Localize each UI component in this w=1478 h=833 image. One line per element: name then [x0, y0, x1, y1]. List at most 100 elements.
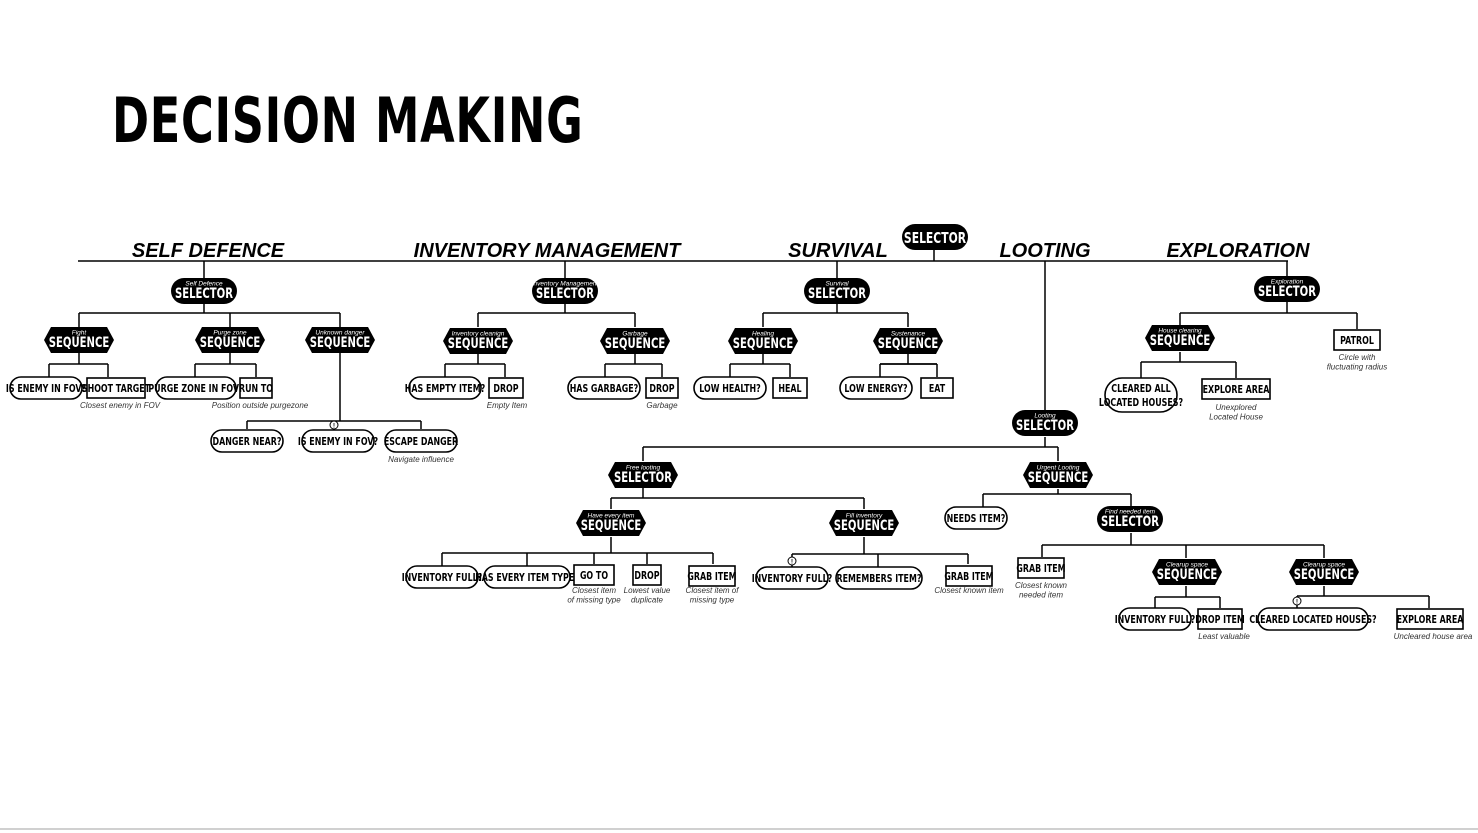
- a-grab2-node: GRAB ITEM: [944, 565, 994, 587]
- node-label: CLEARED LOCATED HOUSES?: [1249, 614, 1376, 627]
- node-caption: Looting: [1034, 413, 1056, 420]
- c-remembers-node: REMEMBERS ITEM?: [835, 566, 923, 590]
- node-label: EXPLORE AREA: [1203, 384, 1270, 397]
- node-note: Circle with: [1339, 353, 1376, 362]
- node-note: Navigate influence: [388, 455, 454, 464]
- inverter-glyph: !: [333, 424, 335, 430]
- node-label: SHOOT TARGET: [82, 383, 151, 396]
- node-note: Unexplored: [1216, 403, 1257, 412]
- a-shoot-node: SHOOT TARGET: [82, 377, 151, 399]
- node-caption: Fight: [72, 330, 88, 337]
- c-has-every-node: HAS EVERY ITEM TYPE?: [475, 565, 579, 589]
- c-inv-full1-node: INVENTORY FULL?: [402, 565, 482, 589]
- a-drop1-node: DROP: [488, 377, 524, 399]
- category-inventory-management: INVENTORY MANAGEMENT: [414, 240, 682, 262]
- c-needs-node: NEEDS ITEM?: [944, 506, 1008, 530]
- node-label: ESCAPE DANGER: [384, 436, 459, 449]
- node-label: REMEMBERS ITEM?: [837, 573, 922, 586]
- node-caption: Garbage: [622, 331, 648, 338]
- node-caption: Sustenance: [891, 331, 926, 338]
- node-type: SELECTOR: [808, 285, 867, 301]
- a-grab3-node: GRAB ITEM: [1016, 557, 1066, 579]
- node-type: SELECTOR: [614, 469, 673, 485]
- node-note: Position outside purgezone: [212, 401, 309, 410]
- a-patrol-node: PATROL: [1333, 329, 1381, 351]
- c-escape-node: ESCAPE DANGER: [384, 429, 459, 453]
- node-type: SEQUENCE: [605, 335, 665, 351]
- node-caption: Have every item: [588, 513, 636, 520]
- bottom-divider: [0, 828, 1478, 830]
- a-runto-node: RUN TO: [239, 377, 273, 399]
- node-type: SEQUENCE: [1157, 566, 1217, 582]
- category-looting: LOOTING: [999, 240, 1090, 262]
- node-label: GRAB ITEM: [1016, 563, 1065, 576]
- c-low-energy-node: LOW ENERGY?: [839, 376, 913, 400]
- node-note: Lowest value: [624, 586, 671, 595]
- c-enemy-fov-node: IS ENEMY IN FOV?: [6, 376, 86, 400]
- node-note: Uncleared house area: [1394, 632, 1473, 641]
- node-caption: Clearup space: [1166, 562, 1208, 569]
- node-label: INVENTORY FULL?: [1115, 614, 1196, 627]
- node-caption: Free looting: [626, 465, 661, 472]
- node-note: Closest enemy in FOV: [80, 401, 161, 410]
- node-label: INVENTORY FULL?: [752, 573, 833, 586]
- node-note: Empty Item: [487, 401, 528, 410]
- node-label: EAT: [929, 383, 946, 396]
- c-inv-full2-node: INVENTORY FULL?: [752, 566, 833, 590]
- node-note: Closest known: [1015, 581, 1068, 590]
- slide-title: DECISION MAKING: [112, 84, 584, 157]
- node-caption: Survival: [825, 281, 849, 288]
- node-caption: Purge zone: [213, 330, 247, 337]
- c-enemy-fov2-node: IS ENEMY IN FOV?: [298, 429, 378, 453]
- c-purge-fov-node: PURGE ZONE IN FOV?: [148, 376, 244, 400]
- node-type: SEQUENCE: [1294, 566, 1354, 582]
- node-label: HAS EMPTY ITEM?: [405, 383, 485, 396]
- node-type: SEQUENCE: [834, 517, 894, 533]
- node-label: PURGE ZONE IN FOV?: [148, 383, 243, 396]
- node-caption: Fill inventory: [846, 513, 883, 520]
- node-note: of missing type: [567, 596, 621, 605]
- c-cleared-loc-node: CLEARED LOCATED HOUSES?: [1249, 607, 1377, 631]
- node-type: SELECTOR: [1258, 283, 1317, 299]
- node-caption: Urgent Looting: [1037, 465, 1080, 472]
- node-type: SEQUENCE: [448, 335, 508, 351]
- category-self-defence: SELF DEFENCE: [132, 240, 285, 262]
- node-type: SELECTOR: [536, 285, 595, 301]
- node-note: Closest item: [572, 586, 616, 595]
- category-survival: SURVIVAL: [788, 240, 888, 262]
- node-caption: Self Defence: [185, 281, 223, 288]
- node-type: SEQUENCE: [581, 517, 641, 533]
- node-caption: Unknown danger: [315, 330, 365, 337]
- inverter-icon: !: [1292, 596, 1302, 606]
- a-eat-node: EAT: [920, 377, 954, 399]
- node-label: CLEARED ALL: [1111, 383, 1170, 396]
- node-type: SEQUENCE: [1150, 332, 1210, 348]
- node-label: GRAB ITEM: [687, 571, 736, 584]
- node-note: Least valuable: [1198, 632, 1250, 641]
- node-type: SELECTOR: [1016, 417, 1075, 433]
- a-explore2-node: EXPLORE AREA: [1396, 608, 1464, 630]
- node-label: LOW HEALTH?: [699, 383, 760, 396]
- node-caption: Inventory Management: [532, 281, 600, 288]
- a-heal-node: HEAL: [772, 377, 808, 399]
- inverter-glyph: !: [1296, 600, 1298, 606]
- node-type: SELECTOR: [904, 230, 966, 247]
- node-type: SELECTOR: [175, 285, 234, 301]
- node-label: NEEDS ITEM?: [947, 513, 1006, 526]
- node-type: SEQUENCE: [200, 334, 260, 350]
